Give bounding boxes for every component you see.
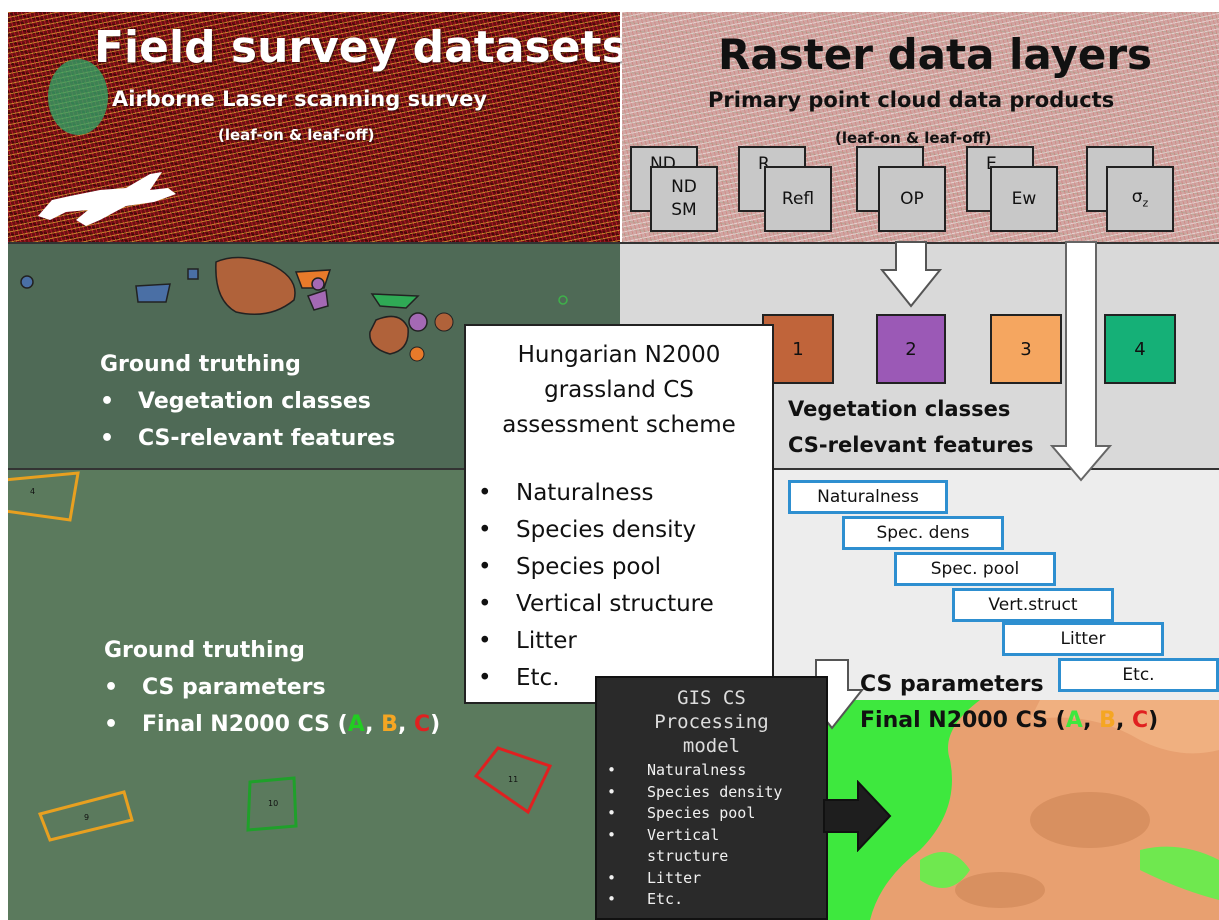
veg-class-4: 4 [1104,314,1176,384]
gis-item-continued: structure [647,847,729,865]
comma: , [397,712,414,737]
final-cs-prefix: Final N2000 CS ( [142,712,348,737]
survey-plots: 4 9 10 11 [8,471,553,842]
final-cs-suffix: ) [430,712,441,737]
plot-10-label: 10 [268,799,278,808]
raster-title: Raster data layers [718,30,1153,79]
cs-map-shapes [870,700,1219,920]
assessment-title: Hungarian N2000 grassland CS assessment … [466,326,772,443]
grade-a: A [1065,708,1084,733]
ground-truth-2-item: Final N2000 CS (A, B, C) [104,706,440,743]
veg-classes-label: Vegetation classes [788,397,1011,421]
param-naturalness: Naturalness [788,480,948,514]
airplane-icon [38,172,176,226]
arrow-down-icon [880,241,942,308]
gis-item: Etc. [597,889,826,911]
plot-9: 9 [37,790,134,842]
leaf-note-left: (leaf-on & leaf-off) [218,126,375,144]
layer-ndsm-line1: ND [671,177,697,198]
gis-title: GIS CS Processing model [597,678,826,758]
param-spec-dens: Spec. dens [842,516,1004,550]
layer-sigma-symbol: σ [1131,187,1143,208]
gis-item: Species pool [597,803,826,825]
cs-features-label: CS-relevant features [788,433,1034,457]
ground-truth-2-text: Ground truthing CS parameters Final N200… [104,632,440,743]
layer-ew: Ew [990,166,1058,232]
assessment-item: Species pool [466,549,772,586]
gis-list: Naturalness Species density Species pool… [597,760,826,911]
point-cloud-subtitle: Primary point cloud data products [708,88,1115,112]
gis-item: Naturalness [597,760,826,782]
veg-class-3: 3 [990,314,1062,384]
final-cs-label-prefix: Final N2000 CS ( [860,708,1066,733]
plot-4: 4 [8,471,80,522]
gis-title-line: GIS CS [677,687,746,709]
veg-class-2: 2 [876,314,946,384]
final-cs-label: Final N2000 CS (A, B, C) [860,704,1158,738]
comma: , [1083,708,1100,733]
gis-item: Litter [597,868,826,890]
grade-c: C [413,712,431,737]
plot-11: 11 [473,746,553,815]
assessment-item: Etc. [466,660,772,697]
layer-sigma: σz [1106,166,1174,232]
assessment-item: Naturalness [466,475,772,512]
param-etc: Etc. [1058,658,1219,692]
ground-truth-1-item: Vegetation classes [100,383,395,420]
grade-a: A [347,712,366,737]
ground-truth-2-heading: Ground truthing [104,638,305,663]
plot-10: 10 [246,776,298,832]
arrow-down-long-icon [1049,241,1113,482]
plot-9-label: 9 [84,813,89,822]
lidar-green-patch [48,59,108,135]
assessment-title-line: assessment scheme [502,412,736,438]
als-survey-subtitle: Airborne Laser scanning survey [112,87,488,111]
ground-truth-1-text: Ground truthing Vegetation classes CS-re… [100,346,395,457]
plot-11-label: 11 [508,775,518,784]
gis-item: Vertical [597,825,826,847]
assessment-list: Naturalness Species density Species pool… [466,475,772,697]
assessment-item: Species density [466,512,772,549]
gis-item: Species density [597,782,826,804]
final-cs-label-suffix: ) [1148,708,1159,733]
field-survey-title: Field survey datasets [94,22,628,73]
assessment-scheme-box: Hungarian N2000 grassland CS assessment … [464,324,774,704]
param-spec-pool: Spec. pool [894,552,1056,586]
field-survey-panel [8,12,620,242]
assessment-title-line: Hungarian N2000 [517,342,721,368]
assessment-title-line: grassland CS [544,377,694,403]
gis-title-line: Processing [654,711,769,733]
param-vert-struct: Vert.struct [952,588,1114,622]
param-litter: Litter [1002,622,1164,656]
ground-truth-2-item: CS parameters [104,669,440,706]
comma: , [1115,708,1132,733]
grade-b: B [381,712,398,737]
assessment-item: Litter [466,623,772,660]
ground-truth-1-item: CS-relevant features [100,420,395,457]
grade-b: B [1099,708,1116,733]
arrow-right-icon [823,780,892,852]
layer-sigma-subscript: z [1142,196,1149,210]
gis-model-box: GIS CS Processing model Naturalness Spec… [595,676,828,920]
cs-parameters-label: CS parameters [860,672,1044,697]
plot-4-label: 4 [30,487,35,496]
layer-op: OP [878,166,946,232]
layer-ndsm-line2: SM [671,200,697,220]
vegetation-polygons [20,256,568,362]
comma: , [365,712,382,737]
leaf-note-right: (leaf-on & leaf-off) [835,129,992,147]
assessment-item: Vertical structure [466,586,772,623]
ground-truth-1-heading: Ground truthing [100,352,301,377]
layer-refl: Refl [764,166,832,232]
gis-title-line: model [682,735,741,757]
grade-c: C [1131,708,1149,733]
